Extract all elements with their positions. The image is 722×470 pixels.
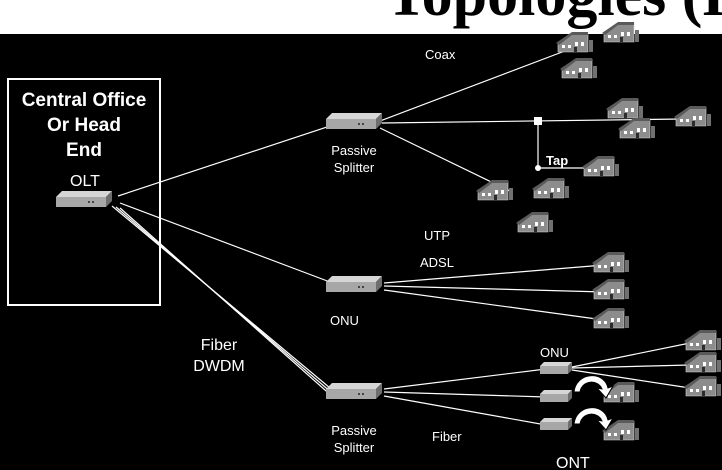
house-coax-1 <box>555 31 594 53</box>
link-olt-splitter-top <box>117 125 331 197</box>
house-coax-8 <box>531 177 570 199</box>
house-coax-4 <box>605 97 644 119</box>
link-adsl-3 <box>383 289 605 321</box>
house-onu-2 <box>683 351 722 373</box>
title-banner: Topologies (PON) <box>0 0 722 34</box>
link-onu-house-3 <box>571 369 691 389</box>
link-adsl-1 <box>383 264 605 284</box>
fiber-label: Fiber <box>432 429 462 444</box>
link-olt-onu-middle <box>119 202 331 283</box>
link-bottom-to-ont-2 <box>383 395 547 426</box>
link-coax-upper <box>379 45 579 122</box>
link-bottom-to-onu <box>383 368 547 390</box>
house-adsl-1 <box>591 251 630 273</box>
link-onu-house-1 <box>571 342 691 368</box>
onu-bottom-label: ONU <box>540 345 569 360</box>
house-coax-5 <box>617 117 656 139</box>
link-onu-house-2 <box>571 364 691 369</box>
passive-splitter-top-label: Passive Splitter <box>331 143 377 175</box>
house-onu-3 <box>683 375 722 397</box>
central-office-label: Central Office Or Head End <box>21 90 147 161</box>
onu-middle-label: ONU <box>330 313 359 328</box>
adsl-label: ADSL <box>420 255 454 270</box>
diagram-title: Topologies (PON) <box>386 0 722 26</box>
house-coax-2 <box>601 21 640 43</box>
ont-device-1 <box>540 390 572 402</box>
link-olt-splitter-bottom-3 <box>119 207 335 399</box>
utp-label: UTP <box>424 228 450 243</box>
house-coax-7 <box>475 179 514 201</box>
link-coax-lower <box>379 127 513 193</box>
ont-device-2 <box>540 418 572 430</box>
passive-splitter-bottom-device <box>326 383 382 399</box>
house-coax-6 <box>673 105 712 127</box>
house-coax-9 <box>515 211 554 233</box>
onu-middle-device <box>326 276 382 292</box>
link-bottom-to-ont-1 <box>383 391 547 398</box>
tap-label: Tap <box>546 153 569 168</box>
house-adsl-2 <box>591 278 630 300</box>
tap-junction-square <box>534 117 542 125</box>
passive-splitter-bottom-label: Passive Splitter <box>331 423 377 455</box>
onu-bottom-device <box>540 362 572 374</box>
house-adsl-3 <box>591 307 630 329</box>
fiber-dwdm-label: Fiber DWDM <box>193 337 245 375</box>
ont-arrow-1 <box>573 375 615 399</box>
tap-junction-dot <box>535 165 541 171</box>
central-office-box: Central Office Or Head End <box>7 78 161 306</box>
house-coax-3 <box>559 57 598 79</box>
link-adsl-2 <box>383 285 605 293</box>
ont-label: ONT <box>556 455 590 470</box>
coax-label: Coax <box>425 47 456 62</box>
passive-splitter-top-device <box>326 113 382 129</box>
house-onu-1 <box>683 329 722 351</box>
olt-label: OLT <box>70 173 100 190</box>
ont-arrow-2 <box>573 407 615 431</box>
house-tap <box>581 155 620 177</box>
